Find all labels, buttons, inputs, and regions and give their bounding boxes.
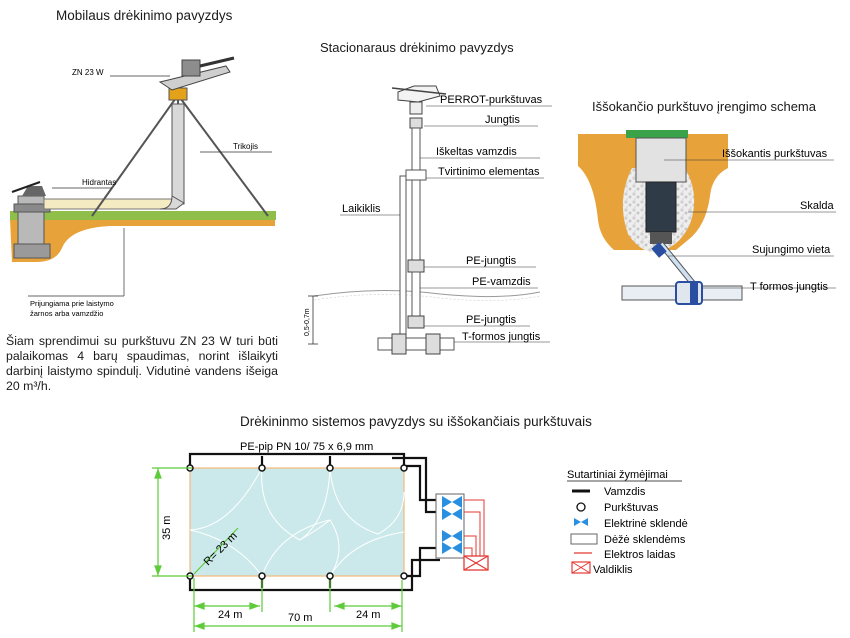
t-joint-label: T-formos jungtis bbox=[462, 331, 541, 343]
hydrant-label: Hidrantas bbox=[82, 178, 116, 187]
stationary-title: Stacionaraus drėkinimo pavyzdys bbox=[320, 40, 514, 55]
holder-label: Laikiklis bbox=[342, 203, 381, 215]
sprinkler-marker bbox=[258, 464, 266, 472]
pe-joint-1-label: PE-jungtis bbox=[466, 255, 517, 267]
perrot-sprinkler bbox=[391, 85, 447, 115]
mobile-riser bbox=[171, 103, 185, 205]
hydrant bbox=[11, 181, 51, 259]
stationary-diagram: 0,5-0,7m PERROT-purkštuvas Jungtis Iškel… bbox=[304, 85, 552, 355]
popup-title: Iššokančio purkštuvo įrengimo schema bbox=[592, 99, 816, 114]
legend-sprinkler-symbol bbox=[576, 502, 586, 512]
connect-label-1: Prijungiama prie laistymo bbox=[30, 299, 114, 308]
legend-item-box: Dėžė sklendėms bbox=[604, 534, 686, 546]
lawn-area bbox=[189, 467, 405, 577]
sprinkler-marker bbox=[326, 464, 334, 472]
zn-label: ZN 23 W bbox=[72, 68, 104, 77]
mobile-soil bbox=[10, 219, 275, 262]
mobile-hose bbox=[43, 198, 177, 210]
valves bbox=[442, 496, 462, 554]
pe-joint-2-label: PE-jungtis bbox=[466, 314, 517, 326]
dim-35: 35 m bbox=[161, 516, 173, 540]
legend-item-wire: Elektros laidas bbox=[604, 549, 676, 561]
jungtis-label: Jungtis bbox=[485, 114, 520, 126]
zn-sprinkler bbox=[158, 56, 235, 101]
legend-item-controller: Valdiklis bbox=[593, 564, 633, 576]
mobile-grass bbox=[10, 211, 276, 220]
sprinkler-marker bbox=[326, 572, 334, 580]
t-joint bbox=[377, 337, 455, 351]
controller bbox=[463, 555, 489, 571]
stationary-joint bbox=[409, 117, 423, 129]
popup-sprinkler-label: Iššokantis purkštuvas bbox=[722, 148, 828, 160]
sprinkler-marker bbox=[400, 464, 408, 472]
dim-24-left: 24 m bbox=[218, 609, 242, 621]
fastening-label: Tvirtinimo elementas bbox=[438, 166, 540, 178]
tripod-label: Trikojis bbox=[233, 142, 258, 151]
popup-t-label: T formos jungtis bbox=[750, 281, 829, 293]
elevated-pipe bbox=[411, 127, 421, 263]
legend-controller-symbol bbox=[571, 561, 591, 574]
mobile-description: Šiam sprendimui su purkštuvu ZN 23 W tur… bbox=[6, 334, 278, 393]
system-title: Drėkininmo sistemos pavyzdys su iššokanč… bbox=[240, 414, 592, 429]
legend-item-valve: Elektrinė sklendė bbox=[604, 518, 688, 530]
connect-label-2: žarnos arba vamzdžio bbox=[30, 309, 103, 318]
stationary-terrain bbox=[313, 289, 541, 298]
legend-box-symbol bbox=[570, 533, 598, 545]
connection-label: Sujungimo vieta bbox=[752, 244, 831, 256]
legend-item-sprinkler: Purkštuvas bbox=[604, 502, 659, 514]
gravel-label: Skalda bbox=[800, 200, 835, 212]
depth-label: 0,5-0,7m bbox=[304, 308, 311, 336]
sprinkler-marker bbox=[400, 572, 408, 580]
legend: Sutartiniai žymėjimai Vamzdis Purkštuvas… bbox=[567, 469, 688, 576]
holder bbox=[399, 175, 407, 341]
legend-item-pipe: Vamzdis bbox=[604, 486, 646, 498]
legend-valve-symbol bbox=[574, 518, 588, 526]
elevated-label: Iškeltas vamzdis bbox=[436, 146, 517, 158]
popup-diagram: Iššokantis purkštuvas Skalda Sujungimo v… bbox=[578, 130, 836, 305]
dim-70: 70 m bbox=[288, 612, 312, 624]
dim-24-right: 24 m bbox=[356, 609, 380, 621]
legend-title: Sutartiniai žymėjimai bbox=[567, 469, 668, 481]
pe-pipe-label: PE-vamzdis bbox=[472, 276, 531, 288]
sprinkler-marker bbox=[258, 572, 266, 580]
popup-grass bbox=[626, 130, 688, 138]
perrot-label: PERROT-purkštuvas bbox=[440, 94, 543, 106]
system-plan: 35 m R= 23 m 24 m 24 m 70 m PE-pip PN 10… bbox=[152, 441, 489, 632]
mobile-diagram: ZN 23 W Trikojis Hidrantas Prijungiama p… bbox=[10, 56, 276, 318]
mobile-title: Mobilaus drėkinimo pavyzdys bbox=[56, 8, 233, 23]
pipe-spec-label: PE-pip PN 10/ 75 x 6,9 mm bbox=[240, 441, 373, 453]
